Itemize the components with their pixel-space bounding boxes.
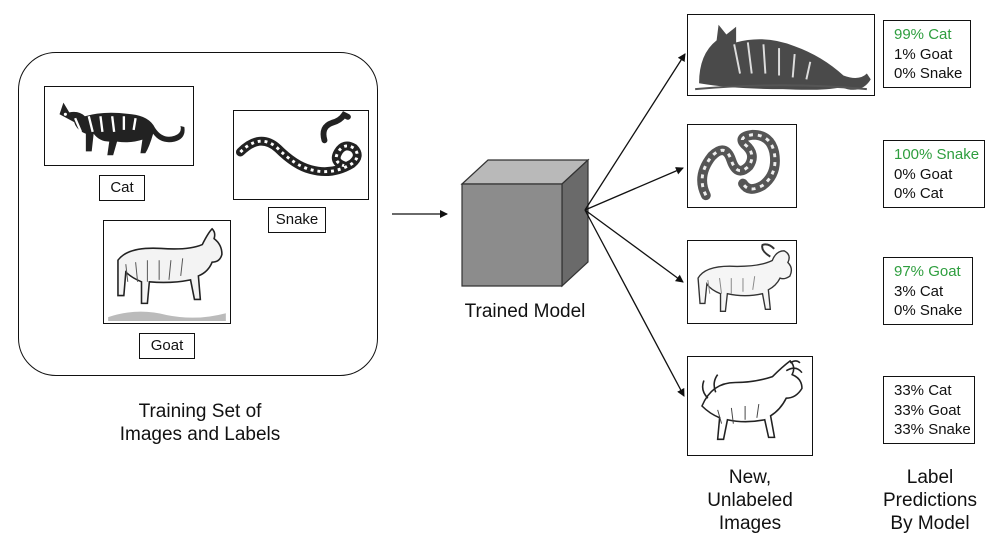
arrow-model-to-image-1 — [584, 53, 686, 211]
new-image-chimera — [687, 356, 813, 456]
training-snake-image — [233, 110, 369, 200]
wildcat-illustration — [695, 24, 871, 91]
training-set-container — [18, 52, 378, 376]
prediction-1-line-2: 1% Goat — [894, 45, 953, 63]
training-goat-image — [103, 220, 231, 324]
snake-illustration — [235, 111, 362, 176]
prediction-3-line-3: 0% Snake — [894, 302, 963, 319]
predictions-caption-line2: Predictions — [883, 490, 977, 511]
training-label-cat: Cat — [99, 175, 145, 201]
prediction-box-3: 97% Goat 3% Cat 0% Snake — [883, 257, 973, 325]
prediction-2-line-2: 0% Goat — [894, 165, 953, 183]
new-image-wildcat — [687, 14, 875, 96]
prediction-box-1: 99% Cat 1% Goat 0% Snake — [883, 20, 971, 88]
new-image-rattlesnake — [687, 124, 797, 208]
chimera-illustration — [701, 359, 803, 441]
predictions-caption-line1: Label — [906, 467, 954, 488]
cat-illustration — [59, 102, 185, 156]
training-caption-line2: Images and Labels — [119, 424, 281, 445]
arrow-model-to-image-2 — [584, 167, 684, 211]
prediction-1-line-3: 0% Snake — [894, 65, 963, 82]
new-images-caption: New, Unlabeled Images — [690, 466, 810, 535]
new-image-ram — [687, 240, 797, 324]
training-caption-line1: Training Set of — [138, 401, 262, 422]
training-label-snake: Snake — [268, 207, 326, 233]
predictions-caption: Label Predictions By Model — [860, 466, 1000, 535]
ram-illustration — [697, 243, 793, 312]
prediction-2-line-3: 0% Cat — [894, 185, 944, 202]
cube-front-face — [461, 183, 563, 287]
new-images-caption-line2: Unlabeled — [707, 490, 793, 511]
training-cat-image — [44, 86, 194, 166]
goat-illustration — [108, 227, 226, 322]
prediction-4-line-2: 33% Goat — [894, 401, 961, 419]
new-images-caption-line1: New, — [728, 467, 772, 488]
prediction-1-line-1: 99% Cat — [894, 26, 952, 43]
training-label-goat: Goat — [139, 333, 195, 359]
model-cube-icon — [460, 158, 590, 288]
predictions-caption-line3: By Model — [890, 513, 970, 534]
rattlesnake-illustration — [697, 129, 780, 201]
prediction-2-line-1: 100% Snake — [894, 146, 980, 163]
model-caption: Trained Model — [464, 301, 586, 322]
prediction-box-2: 100% Snake 0% Goat 0% Cat — [883, 140, 985, 208]
prediction-box-4: 33% Cat 33% Goat 33% Snake — [883, 376, 975, 444]
prediction-4-line-3: 33% Snake — [894, 421, 971, 438]
prediction-3-line-2: 3% Cat — [894, 282, 944, 300]
new-images-caption-line3: Images — [718, 513, 782, 534]
prediction-3-line-1: 97% Goat — [894, 263, 961, 280]
prediction-4-line-1: 33% Cat — [894, 382, 952, 399]
training-set-caption: Training Set of Images and Labels — [90, 400, 310, 446]
arrow-model-to-image-3 — [584, 209, 684, 283]
